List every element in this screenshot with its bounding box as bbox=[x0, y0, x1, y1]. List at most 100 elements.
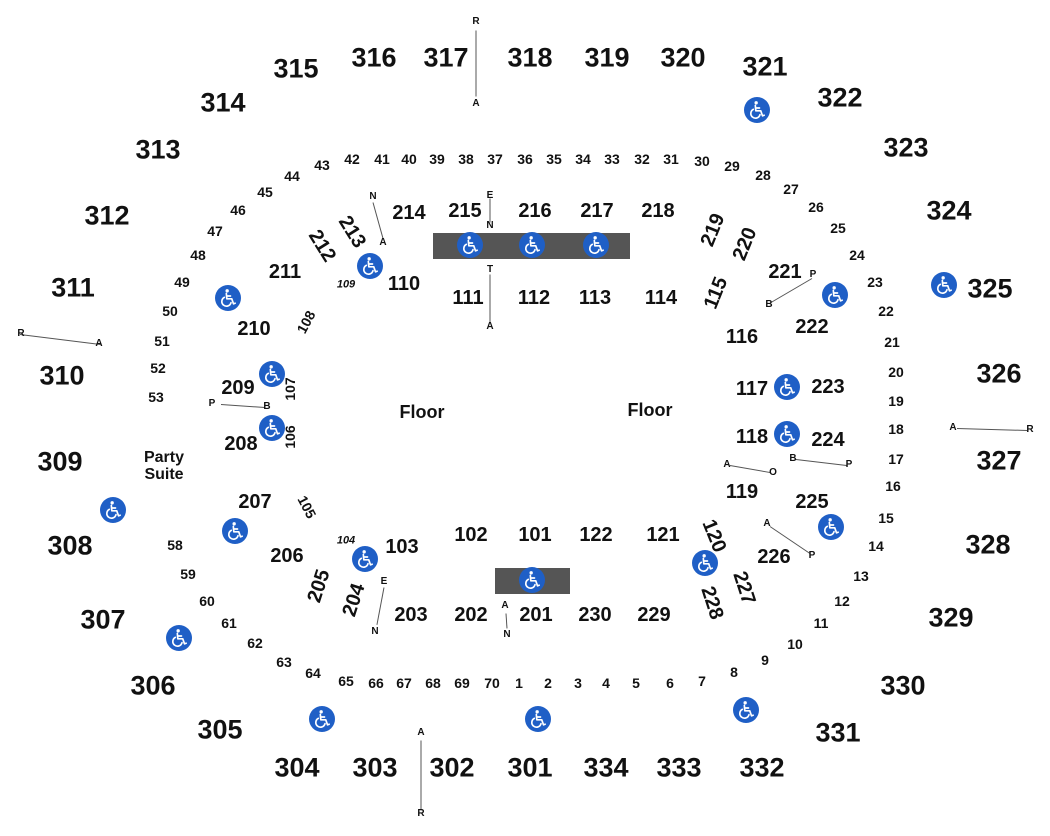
section-121: 121 bbox=[646, 524, 680, 546]
row-59: 59 bbox=[180, 566, 196, 582]
section-116: 116 bbox=[725, 326, 759, 348]
section-216: 216 bbox=[518, 200, 552, 222]
row-17: 17 bbox=[888, 451, 904, 467]
section-207: 207 bbox=[238, 491, 272, 513]
section-322: 322 bbox=[817, 82, 863, 113]
section-118: 118 bbox=[735, 426, 769, 448]
wheelchair-accessible-icon bbox=[692, 550, 718, 576]
aisle-connector-line bbox=[729, 465, 771, 473]
row-31: 31 bbox=[663, 151, 679, 167]
row-53: 53 bbox=[148, 389, 164, 405]
section-110: 110 bbox=[387, 273, 421, 295]
row-64: 64 bbox=[305, 665, 321, 681]
section-313: 313 bbox=[135, 134, 181, 165]
aisle-letter: A bbox=[949, 422, 957, 433]
aisle-letter: P bbox=[808, 550, 816, 561]
aisle-letter: R bbox=[472, 16, 480, 27]
section-307: 307 bbox=[80, 604, 126, 635]
wheelchair-accessible-icon bbox=[774, 421, 800, 447]
section-333: 333 bbox=[656, 752, 702, 783]
row-19: 19 bbox=[888, 393, 904, 409]
wheelchair-accessible-icon bbox=[774, 374, 800, 400]
aisle-letter: N bbox=[503, 629, 511, 640]
row-34: 34 bbox=[575, 151, 591, 167]
row-11: 11 bbox=[813, 615, 829, 631]
row-45: 45 bbox=[257, 184, 273, 200]
row-35: 35 bbox=[546, 151, 562, 167]
section-220: 220 bbox=[728, 224, 762, 264]
aisle-connector-line bbox=[376, 587, 385, 625]
section-108: 108 bbox=[293, 307, 319, 337]
section-101: 101 bbox=[518, 524, 552, 546]
row-2: 2 bbox=[544, 675, 552, 691]
row-20: 20 bbox=[888, 364, 904, 380]
aisle-connector-line bbox=[220, 404, 266, 408]
aisle-connector-line bbox=[475, 30, 477, 97]
wheelchair-accessible-icon bbox=[818, 514, 844, 540]
aisle-connector-line bbox=[19, 334, 101, 345]
section-204: 204 bbox=[338, 580, 370, 620]
row-6: 6 bbox=[666, 675, 674, 691]
row-12: 12 bbox=[834, 593, 850, 609]
section-329: 329 bbox=[928, 602, 974, 633]
section-201: 201 bbox=[519, 604, 553, 626]
row-9: 9 bbox=[761, 652, 769, 668]
section-301: 301 bbox=[507, 752, 553, 783]
row-22: 22 bbox=[878, 303, 894, 319]
aisle-connector-line bbox=[956, 428, 1028, 431]
aisle-letter: O bbox=[769, 467, 777, 478]
section-111: 111 bbox=[452, 287, 484, 309]
section-225: 225 bbox=[795, 491, 829, 513]
section-215: 215 bbox=[448, 200, 482, 222]
aisle-letter: P bbox=[809, 269, 817, 280]
row-1: 1 bbox=[515, 675, 523, 691]
wheelchair-accessible-icon bbox=[744, 97, 770, 123]
row-69: 69 bbox=[454, 675, 470, 691]
row-8: 8 bbox=[730, 664, 738, 680]
row-41: 41 bbox=[374, 151, 390, 167]
row-67: 67 bbox=[396, 675, 412, 691]
section-319: 319 bbox=[584, 42, 630, 73]
section-213: 213 bbox=[333, 212, 371, 252]
row-46: 46 bbox=[230, 202, 246, 218]
section-210: 210 bbox=[237, 318, 271, 340]
aisle-letter: A bbox=[95, 338, 103, 349]
row-38: 38 bbox=[458, 151, 474, 167]
row-26: 26 bbox=[808, 199, 824, 215]
row-23: 23 bbox=[867, 274, 883, 290]
aisle-letter: E bbox=[486, 190, 494, 201]
row-15: 15 bbox=[878, 510, 894, 526]
aisle-letter: B bbox=[789, 453, 797, 464]
row-24: 24 bbox=[849, 247, 865, 263]
section-327: 327 bbox=[976, 445, 1022, 476]
row-65: 65 bbox=[338, 673, 354, 689]
section-112: 112 bbox=[517, 287, 551, 309]
section-314: 314 bbox=[200, 87, 246, 118]
row-18: 18 bbox=[888, 421, 904, 437]
section-119: 119 bbox=[725, 481, 759, 503]
aisle-letter: A bbox=[723, 459, 731, 470]
row-33: 33 bbox=[604, 151, 620, 167]
row-51: 51 bbox=[154, 333, 170, 349]
aisle-letter: P bbox=[208, 398, 216, 409]
section-312: 312 bbox=[84, 200, 130, 231]
row-49: 49 bbox=[174, 274, 190, 290]
row-36: 36 bbox=[517, 151, 533, 167]
row-68: 68 bbox=[425, 675, 441, 691]
section-203: 203 bbox=[394, 604, 428, 626]
section-229: 229 bbox=[637, 604, 671, 626]
row-47: 47 bbox=[207, 223, 223, 239]
aisle-letter: A bbox=[486, 321, 494, 332]
section-208: 208 bbox=[224, 433, 258, 455]
aisle-letter: T bbox=[486, 264, 494, 275]
section-323: 323 bbox=[883, 132, 929, 163]
section-310: 310 bbox=[39, 360, 85, 391]
row-3: 3 bbox=[574, 675, 582, 691]
aisle-letter: A bbox=[501, 600, 509, 611]
wheelchair-accessible-icon bbox=[519, 232, 545, 258]
aisle-letter: P bbox=[845, 459, 853, 470]
section-230: 230 bbox=[578, 604, 612, 626]
row-37: 37 bbox=[487, 151, 503, 167]
row-28: 28 bbox=[755, 167, 771, 183]
